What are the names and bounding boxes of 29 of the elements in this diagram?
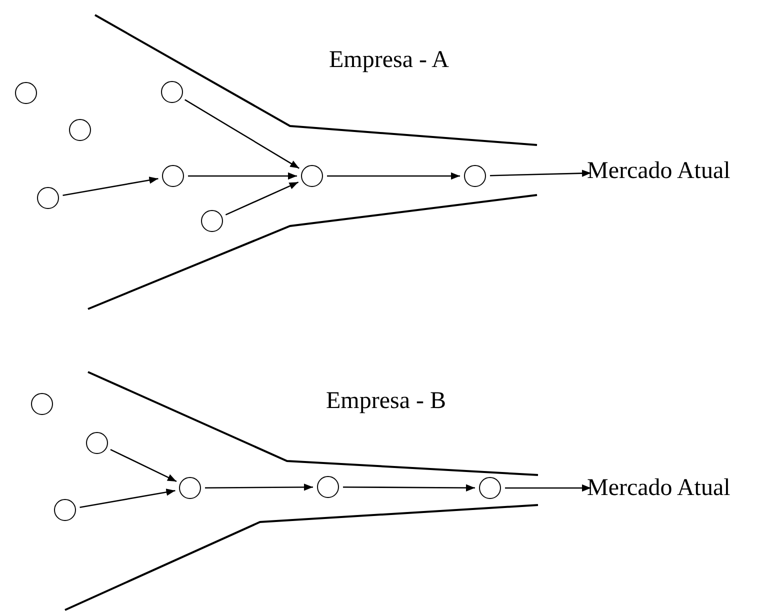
arrow: [225, 182, 299, 216]
circle: [54, 499, 76, 521]
arrow: [188, 172, 297, 180]
arrow: [327, 172, 460, 180]
arrow: [80, 488, 176, 508]
circle: [37, 187, 59, 209]
circle: [86, 432, 108, 454]
arrow: [110, 448, 177, 482]
circle: [479, 477, 501, 499]
circle: [161, 81, 183, 103]
circle: [317, 476, 339, 498]
market-label: Mercado Atual: [587, 157, 730, 185]
circle: [31, 393, 53, 415]
circle: [162, 165, 184, 187]
arrow: [343, 484, 475, 492]
arrow: [505, 484, 591, 492]
market-label: Mercado Atual: [587, 474, 730, 502]
arrow: [62, 176, 158, 196]
arrow: [184, 99, 300, 169]
circle: [69, 119, 91, 141]
circle: [201, 210, 223, 232]
circle: [464, 165, 486, 187]
company-title: Empresa - B: [326, 387, 446, 415]
arrow: [205, 484, 313, 491]
arrow: [490, 170, 592, 177]
circle: [179, 477, 201, 499]
circle: [15, 82, 37, 104]
circle: [301, 165, 323, 187]
company-title: Empresa - A: [329, 46, 449, 74]
